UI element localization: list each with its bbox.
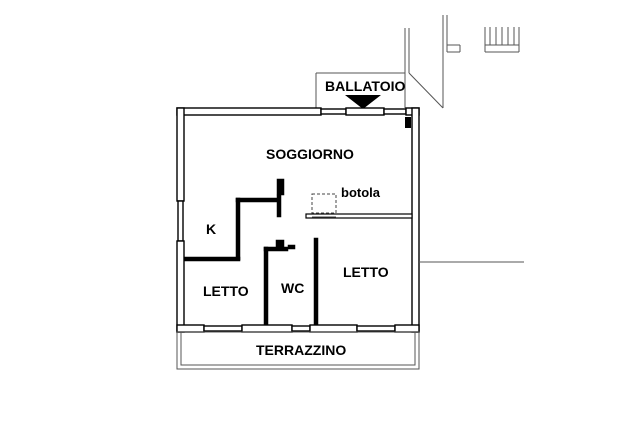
terrazzino-outline xyxy=(176,331,420,370)
ballatoio-outline xyxy=(315,72,406,108)
interior-walls xyxy=(183,178,413,326)
room-label-letto-right: LETTO xyxy=(343,264,389,280)
room-label-soggiorno: SOGGIORNO xyxy=(266,146,354,162)
pillar xyxy=(405,117,411,128)
entrance-arrow-icon xyxy=(345,95,381,109)
neighbor-building xyxy=(404,15,520,109)
room-label-terrazzino: TERRAZZINO xyxy=(256,342,347,358)
botola-hatch xyxy=(311,193,337,214)
room-label-letto-left: LETTO xyxy=(203,283,249,299)
room-label-botola: botola xyxy=(341,185,380,200)
room-label-ballatoio: BALLATOIO xyxy=(325,78,406,94)
room-label-k: K xyxy=(206,221,217,237)
room-label-wc: WC xyxy=(281,280,305,296)
